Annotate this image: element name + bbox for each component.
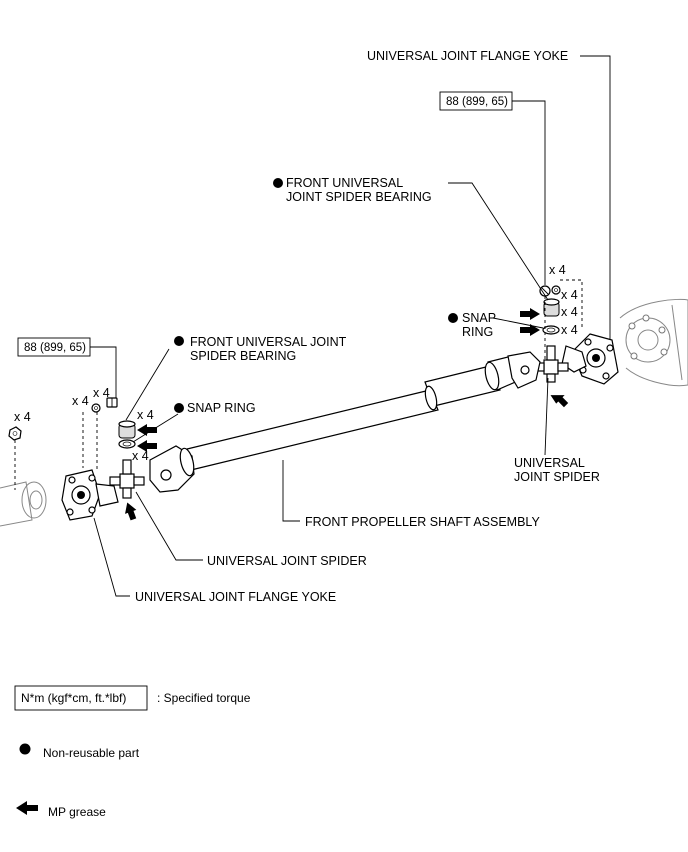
left-washer: [91, 403, 101, 413]
bullet-snap-left: [174, 403, 184, 413]
qty-left-nut: x 4: [14, 410, 31, 424]
label-bearing-left-2: SPIDER BEARING: [190, 349, 296, 363]
grease-arrow-left-3: [125, 502, 137, 521]
leader-snap-right: [492, 317, 544, 329]
grease-arrow-left-1: [137, 424, 157, 436]
leader-propeller-shaft: [282, 460, 300, 522]
grease-arrow-left-2: [137, 440, 157, 452]
leader-bearing-right: [448, 182, 549, 301]
leader-torque-left: [90, 346, 117, 398]
front-propeller-shaft: [149, 351, 541, 493]
leader-snap-left: [132, 413, 179, 443]
label-propeller-shaft: FRONT PROPELLER SHAFT ASSEMBLY: [305, 515, 540, 529]
right-spider-bearing: [543, 298, 560, 317]
qty-left-bearing: x 4: [137, 408, 154, 422]
leader-torque-right: [512, 100, 546, 285]
torque-box-right: [439, 91, 513, 111]
label-spider-right-2: JOINT SPIDER: [514, 470, 600, 484]
uj-flange-yoke-left: [61, 469, 119, 521]
legend-torque-units: N*m (kgf*cm, ft.*lbf): [21, 691, 126, 705]
qty-left-washer: x 4: [72, 394, 89, 408]
qty-right-washer: x 4: [561, 288, 578, 302]
legend-torque-text: : Specified torque: [157, 691, 251, 705]
bullet-snap-right: [448, 313, 458, 323]
label-snap-right-2: RING: [462, 325, 493, 339]
label-uj-flange-yoke-left: UNIVERSAL JOINT FLANGE YOKE: [135, 590, 336, 604]
transfer-output-shaft: [0, 481, 47, 527]
qty-left-snap: x 4: [132, 449, 149, 463]
legend: N*m (kgf*cm, ft.*lbf) : Specified torque…: [14, 685, 251, 819]
torque-value-left: 88 (899, 65): [24, 342, 86, 354]
front-differential-housing: [619, 298, 688, 387]
leader-flange-yoke-right: [580, 55, 611, 340]
left-nut: [8, 426, 22, 441]
leader-spider-left: [135, 491, 203, 561]
left-spider-bearing: [118, 420, 136, 439]
label-spider-left: UNIVERSAL JOINT SPIDER: [207, 554, 367, 568]
grease-arrow-right-3: [550, 395, 569, 408]
grease-arrow-right-2: [520, 324, 540, 336]
label-bearing-right-1: FRONT UNIVERSAL: [286, 176, 403, 190]
torque-value-right: 88 (899, 65): [446, 96, 508, 108]
label-bearing-right-2: JOINT SPIDER BEARING: [286, 190, 432, 204]
qty-left-bolt: x 4: [93, 386, 110, 400]
right-washer: [551, 285, 561, 295]
leader-bearing-left: [125, 348, 170, 421]
leader-spider-right: [544, 377, 549, 456]
legend-arrow-icon: [16, 801, 38, 815]
bullet-bearing-left: [174, 336, 184, 346]
leader-flange-yoke-left: [93, 517, 130, 597]
label-bearing-left-1: FRONT UNIVERSAL JOINT: [190, 335, 347, 349]
legend-grease: MP grease: [48, 805, 106, 819]
legend-bullet-icon: [19, 743, 31, 755]
left-bolt: [106, 397, 118, 408]
right-snap-ring: [542, 325, 560, 335]
bullet-bearing-right: [273, 178, 283, 188]
label-snap-left: SNAP RING: [187, 401, 256, 415]
label-spider-right-1: UNIVERSAL: [514, 456, 585, 470]
legend-non-reusable: Non-reusable part: [43, 746, 140, 760]
torque-box-left: [17, 337, 91, 357]
grease-arrow-right-1: [520, 308, 540, 320]
qty-right-snap: x 4: [561, 323, 578, 337]
right-bolt: [539, 285, 551, 297]
label-uj-flange-yoke-right: UNIVERSAL JOINT FLANGE YOKE: [367, 49, 568, 63]
qty-right-bolt: x 4: [549, 263, 566, 277]
qty-right-bearing: x 4: [561, 305, 578, 319]
label-snap-right-1: SNAP: [462, 311, 496, 325]
uj-flange-yoke-right: [561, 333, 619, 385]
legend-torque-box: [14, 685, 148, 711]
uj-spider-left: [109, 459, 145, 499]
left-snap-ring: [118, 439, 136, 449]
